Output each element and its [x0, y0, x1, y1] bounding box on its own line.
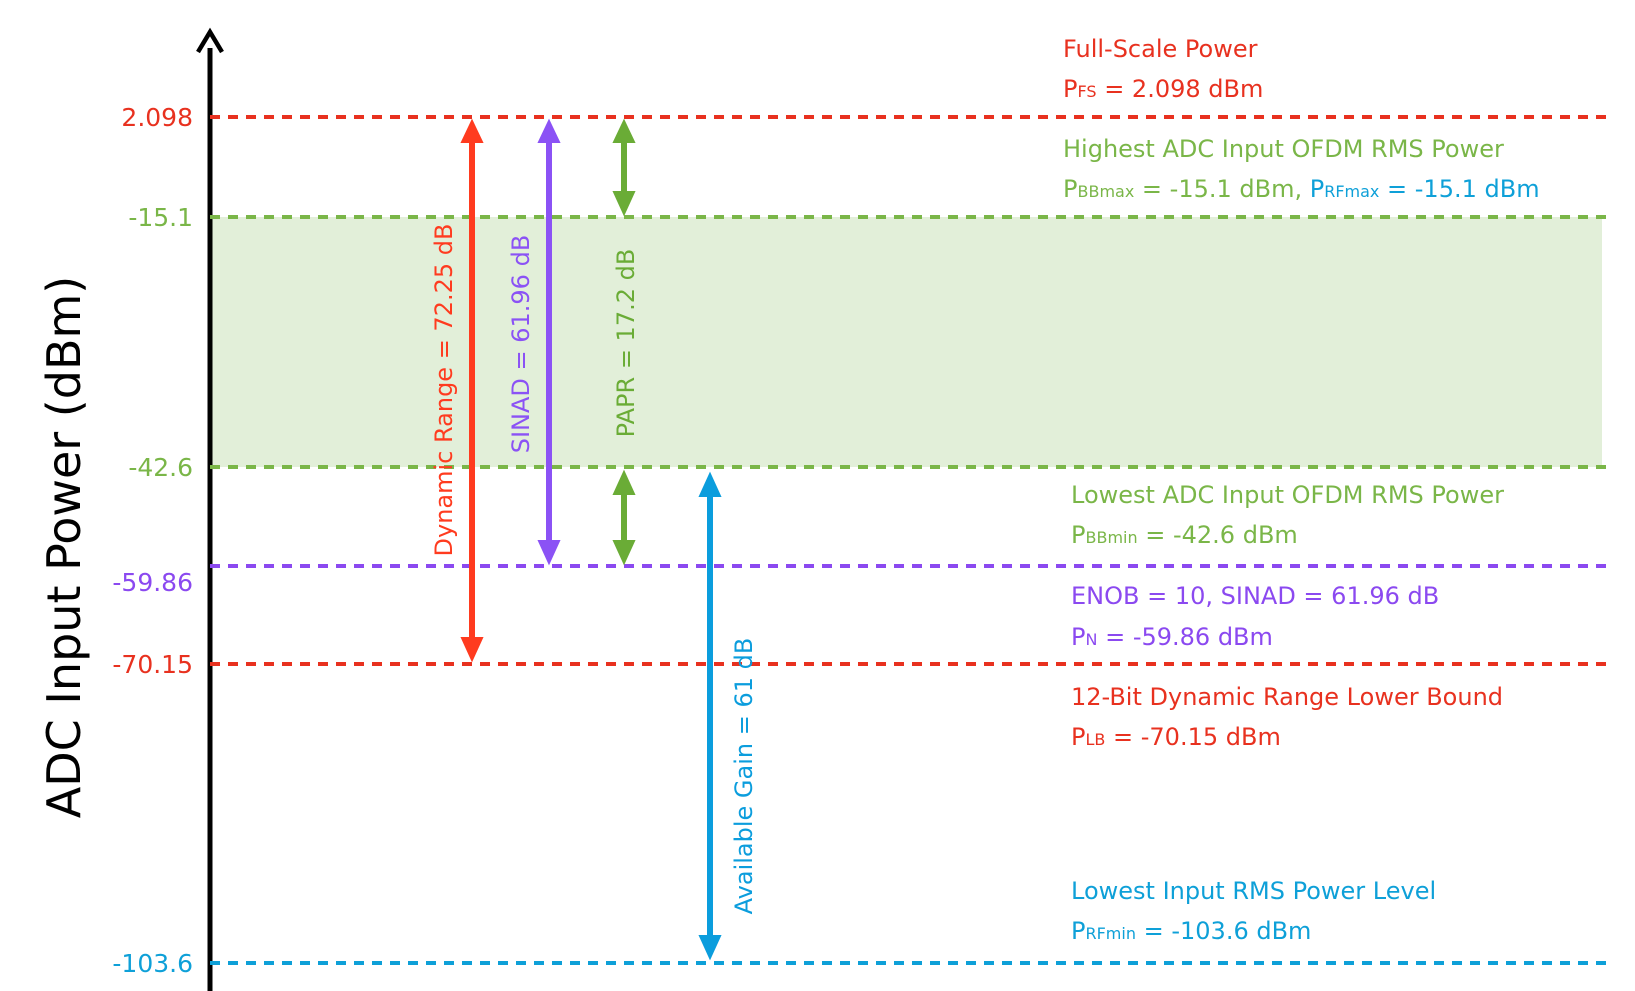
svg-text:Lowest Input RMS Power Level: Lowest Input RMS Power Level — [1071, 877, 1436, 905]
annotation-lower-bound: 12-Bit Dynamic Range Lower Bound PLB = -… — [1071, 683, 1503, 751]
dynamic-range-arrow — [460, 118, 484, 663]
available-gain-label: Available Gain = 61 dB — [730, 638, 758, 915]
svg-text:Full-Scale Power: Full-Scale Power — [1063, 35, 1258, 63]
svg-text:Highest ADC Input OFDM RMS Pow: Highest ADC Input OFDM RMS Power — [1063, 135, 1504, 163]
tick-label-42-6: -42.6 — [128, 453, 193, 482]
dynamic-range-label: Dynamic Range = 72.25 dB — [430, 224, 458, 557]
tick-label-59-86: -59.86 — [112, 568, 193, 597]
svg-text:PBBmax = -15.1 dBm, PRFmax = -: PBBmax = -15.1 dBm, PRFmax = -15.1 dBm — [1063, 175, 1540, 203]
papr-arrow-bottom — [612, 469, 636, 566]
svg-text:PBBmin = -42.6 dBm: PBBmin = -42.6 dBm — [1071, 521, 1298, 549]
tick-label-15-1: -15.1 — [128, 203, 193, 232]
svg-text:PRFmin = -103.6 dBm: PRFmin = -103.6 dBm — [1071, 917, 1311, 945]
annotation-lowest-ofdm: Lowest ADC Input OFDM RMS Power PBBmin =… — [1071, 481, 1504, 549]
sinad-label: SINAD = 61.96 dB — [507, 235, 535, 454]
svg-text:12-Bit Dynamic Range Lower Bou: 12-Bit Dynamic Range Lower Bound — [1071, 683, 1503, 711]
ofdm-rms-band — [210, 217, 1602, 467]
available-gain-arrow — [698, 471, 722, 961]
svg-text:PFS = 2.098 dBm: PFS = 2.098 dBm — [1063, 75, 1263, 103]
papr-label: PAPR = 17.2 dB — [612, 249, 640, 438]
sinad-arrow — [537, 118, 561, 566]
svg-text:Lowest ADC Input OFDM RMS Powe: Lowest ADC Input OFDM RMS Power — [1071, 481, 1504, 509]
annotation-lowest-rms: Lowest Input RMS Power Level PRFmin = -1… — [1071, 877, 1436, 945]
tick-label-103-6: -103.6 — [112, 949, 193, 978]
y-axis-title: ADC Input Power (dBm) — [37, 276, 91, 819]
svg-text:PLB = -70.15 dBm: PLB = -70.15 dBm — [1071, 723, 1281, 751]
papr-arrow-top — [612, 118, 636, 217]
annotation-full-scale: Full-Scale Power PFS = 2.098 dBm — [1063, 35, 1263, 103]
tick-label-2098: 2.098 — [121, 103, 193, 132]
tick-label-70-15: -70.15 — [112, 650, 193, 679]
svg-text:ENOB = 10, SINAD = 61.96 dB: ENOB = 10, SINAD = 61.96 dB — [1071, 582, 1439, 610]
annotation-enob: ENOB = 10, SINAD = 61.96 dB PN = -59.86 … — [1071, 582, 1439, 651]
annotation-highest-ofdm: Highest ADC Input OFDM RMS Power PBBmax … — [1063, 135, 1540, 203]
svg-text:PN = -59.86 dBm: PN = -59.86 dBm — [1071, 623, 1273, 651]
y-axis-arrowhead — [196, 27, 224, 54]
